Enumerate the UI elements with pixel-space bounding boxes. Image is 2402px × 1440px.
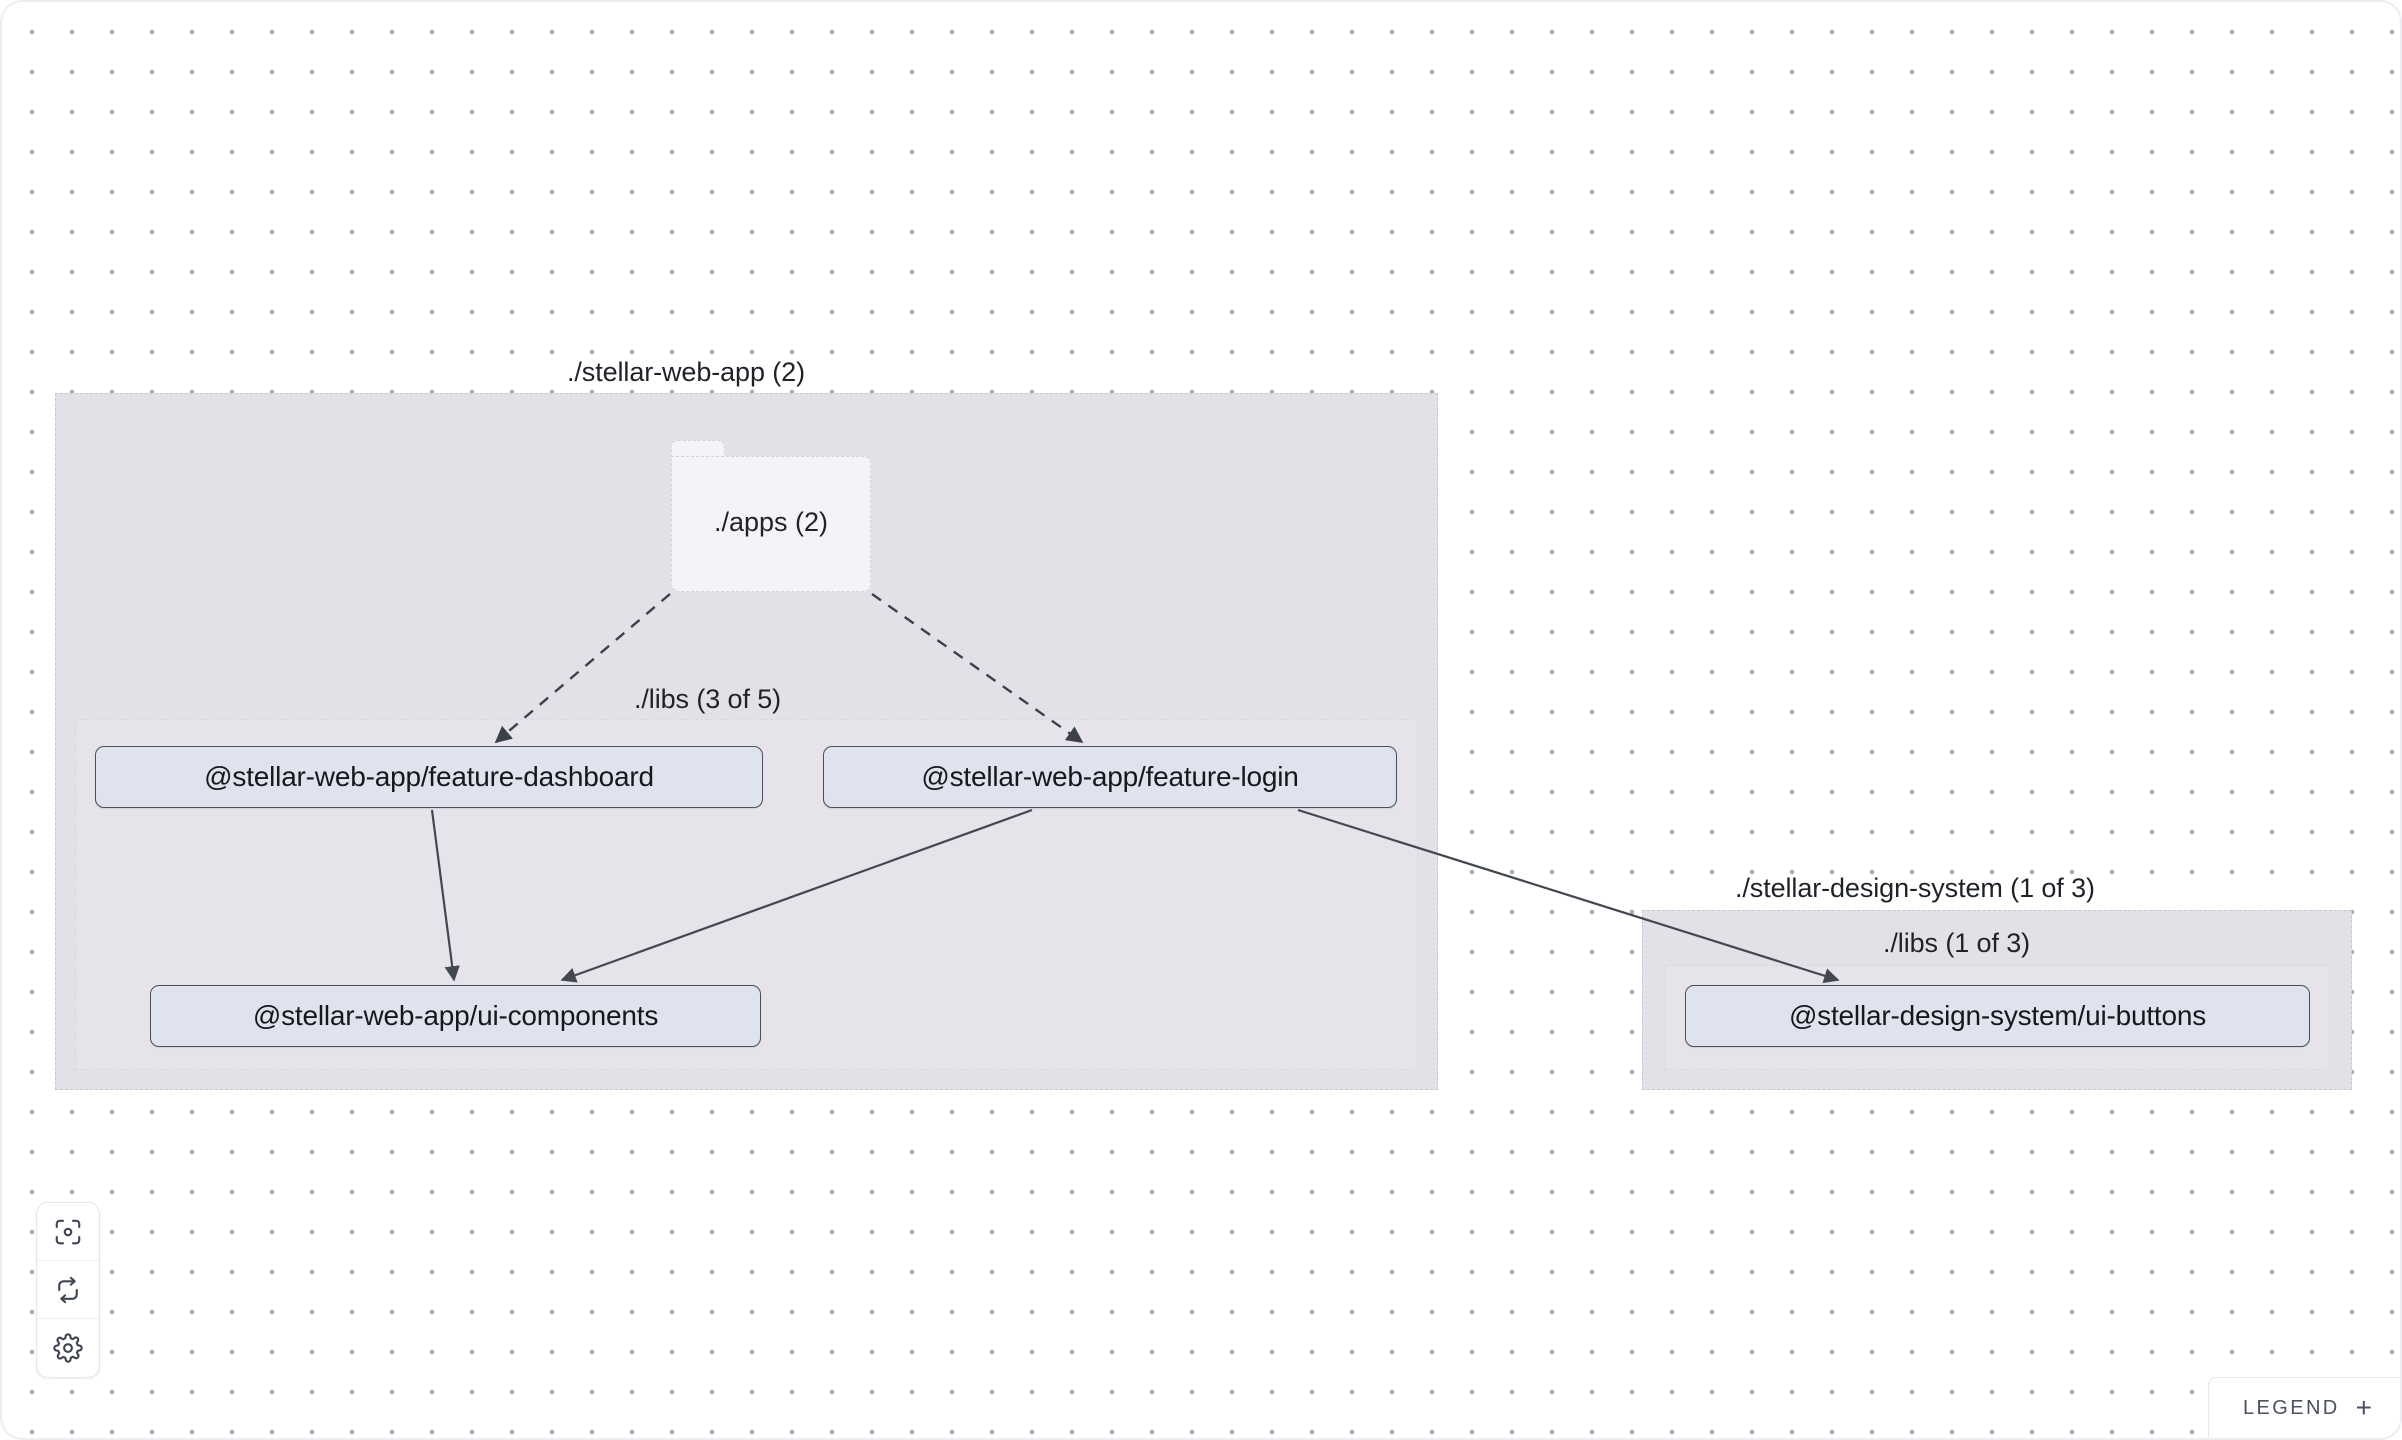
group-label-stellar-web-app-libs: ./libs (3 of 5)	[634, 684, 782, 714]
graph-controls	[36, 1202, 100, 1378]
gear-icon	[53, 1333, 83, 1363]
folder-label-apps: ./apps (2)	[713, 506, 829, 537]
legend-label: LEGEND	[2242, 1396, 2340, 1419]
group-label-stellar-design-system: ./stellar-design-system (1 of 3)	[1735, 873, 2095, 903]
group-label-stellar-design-system-libs: ./libs (1 of 3)	[1883, 928, 2031, 958]
folder-tab-icon	[671, 440, 725, 461]
project-node-label: @stellar-design-system/ui-buttons	[1788, 1000, 2207, 1031]
refresh-graph-button[interactable]	[37, 1261, 99, 1319]
focus-target-icon	[53, 1217, 83, 1247]
project-node-feature-dashboard[interactable]: @stellar-web-app/feature-dashboard	[95, 746, 763, 808]
legend-expand-icon[interactable]: +	[2355, 1392, 2372, 1423]
legend-panel[interactable]: LEGEND +	[2207, 1377, 2400, 1438]
project-node-ui-components[interactable]: @stellar-web-app/ui-components	[150, 985, 761, 1047]
focus-graph-button[interactable]	[37, 1203, 99, 1261]
graph-settings-button[interactable]	[37, 1319, 99, 1377]
project-node-label: @stellar-web-app/feature-login	[921, 761, 1299, 792]
folder-body: ./apps (2)	[671, 456, 871, 592]
project-node-label: @stellar-web-app/ui-components	[252, 1000, 659, 1031]
project-node-label: @stellar-web-app/feature-dashboard	[204, 761, 654, 792]
group-label-stellar-web-app: ./stellar-web-app (2)	[567, 357, 805, 387]
project-node-feature-login[interactable]: @stellar-web-app/feature-login	[823, 746, 1397, 808]
refresh-loop-icon	[53, 1275, 83, 1305]
folder-node-apps[interactable]: ./apps (2)	[671, 440, 871, 592]
project-node-ui-buttons[interactable]: @stellar-design-system/ui-buttons	[1685, 985, 2310, 1047]
